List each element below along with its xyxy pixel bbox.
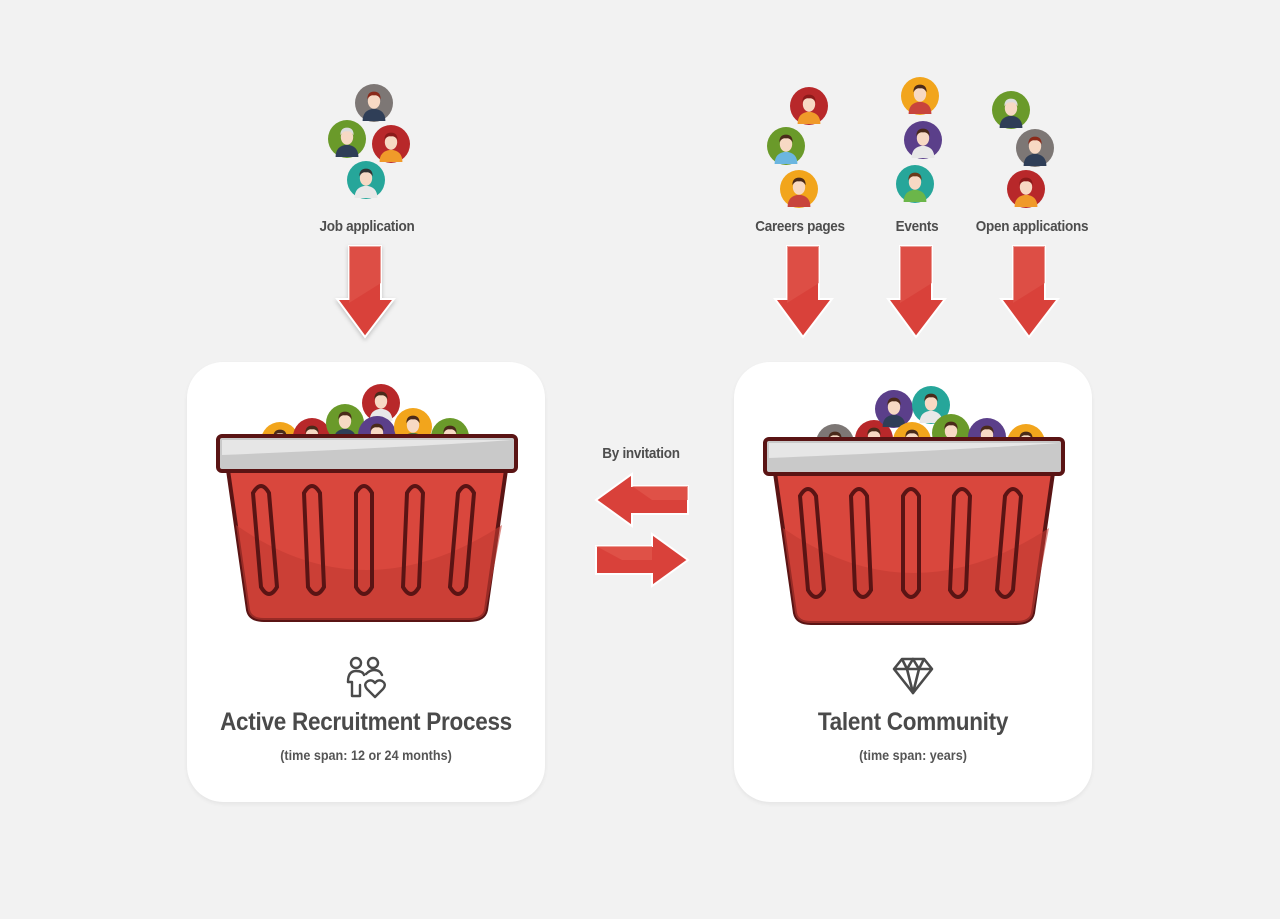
avatar-icon: [875, 390, 913, 428]
basket-slot: [901, 487, 921, 599]
basket-talent: [763, 386, 1065, 625]
source-label-open-applications: Open applications: [975, 218, 1089, 235]
source-label-job-application: Job application: [319, 218, 415, 235]
basket-slot: [447, 484, 477, 596]
avatar-icon: [780, 170, 818, 208]
basket-active: [216, 384, 518, 622]
people-heart-icon: [346, 656, 386, 699]
down-arrow-icon: [335, 245, 397, 339]
avatar-icon: [904, 121, 942, 159]
right-arrow-icon: [595, 532, 690, 588]
basket-slot: [301, 484, 327, 596]
basket-slot: [354, 484, 374, 596]
avatar-icon: [901, 77, 939, 115]
avatar-icon: [372, 125, 410, 163]
down-arrow-icon: [999, 245, 1061, 339]
basket-slot: [848, 487, 874, 599]
left-arrow-icon: [594, 472, 689, 528]
card-subtitle: (time span: 12 or 24 months): [280, 747, 452, 763]
avatar-icon: [767, 127, 805, 165]
avatar-icon: [362, 384, 400, 422]
basket-slot: [400, 484, 426, 596]
source-label-careers-pages: Careers pages: [755, 218, 845, 235]
down-arrow-icon: [886, 245, 948, 339]
source-label-events: Events: [895, 218, 939, 235]
down-arrow-icon: [773, 245, 835, 339]
diamond-icon: [892, 657, 934, 695]
avatar-icon: [896, 165, 934, 203]
basket-slot: [947, 487, 973, 599]
avatar-icon: [790, 87, 828, 125]
basket-slot: [994, 487, 1024, 599]
avatar-icon: [355, 84, 393, 122]
basket-slot: [797, 487, 827, 599]
card-title: Active Recruitment Process: [220, 708, 512, 736]
avatar-icon: [328, 120, 366, 158]
avatar-icon: [1007, 170, 1045, 208]
avatar-icon: [326, 404, 364, 442]
avatar-icon: [992, 91, 1030, 129]
basket-slot: [250, 484, 280, 596]
card-subtitle: (time span: years): [859, 747, 967, 763]
avatar-icon: [1016, 129, 1054, 167]
avatar-icon: [347, 161, 385, 199]
exchange-label: By invitation: [602, 445, 680, 462]
avatar-icon: [912, 386, 950, 424]
card-title: Talent Community: [817, 708, 1009, 736]
